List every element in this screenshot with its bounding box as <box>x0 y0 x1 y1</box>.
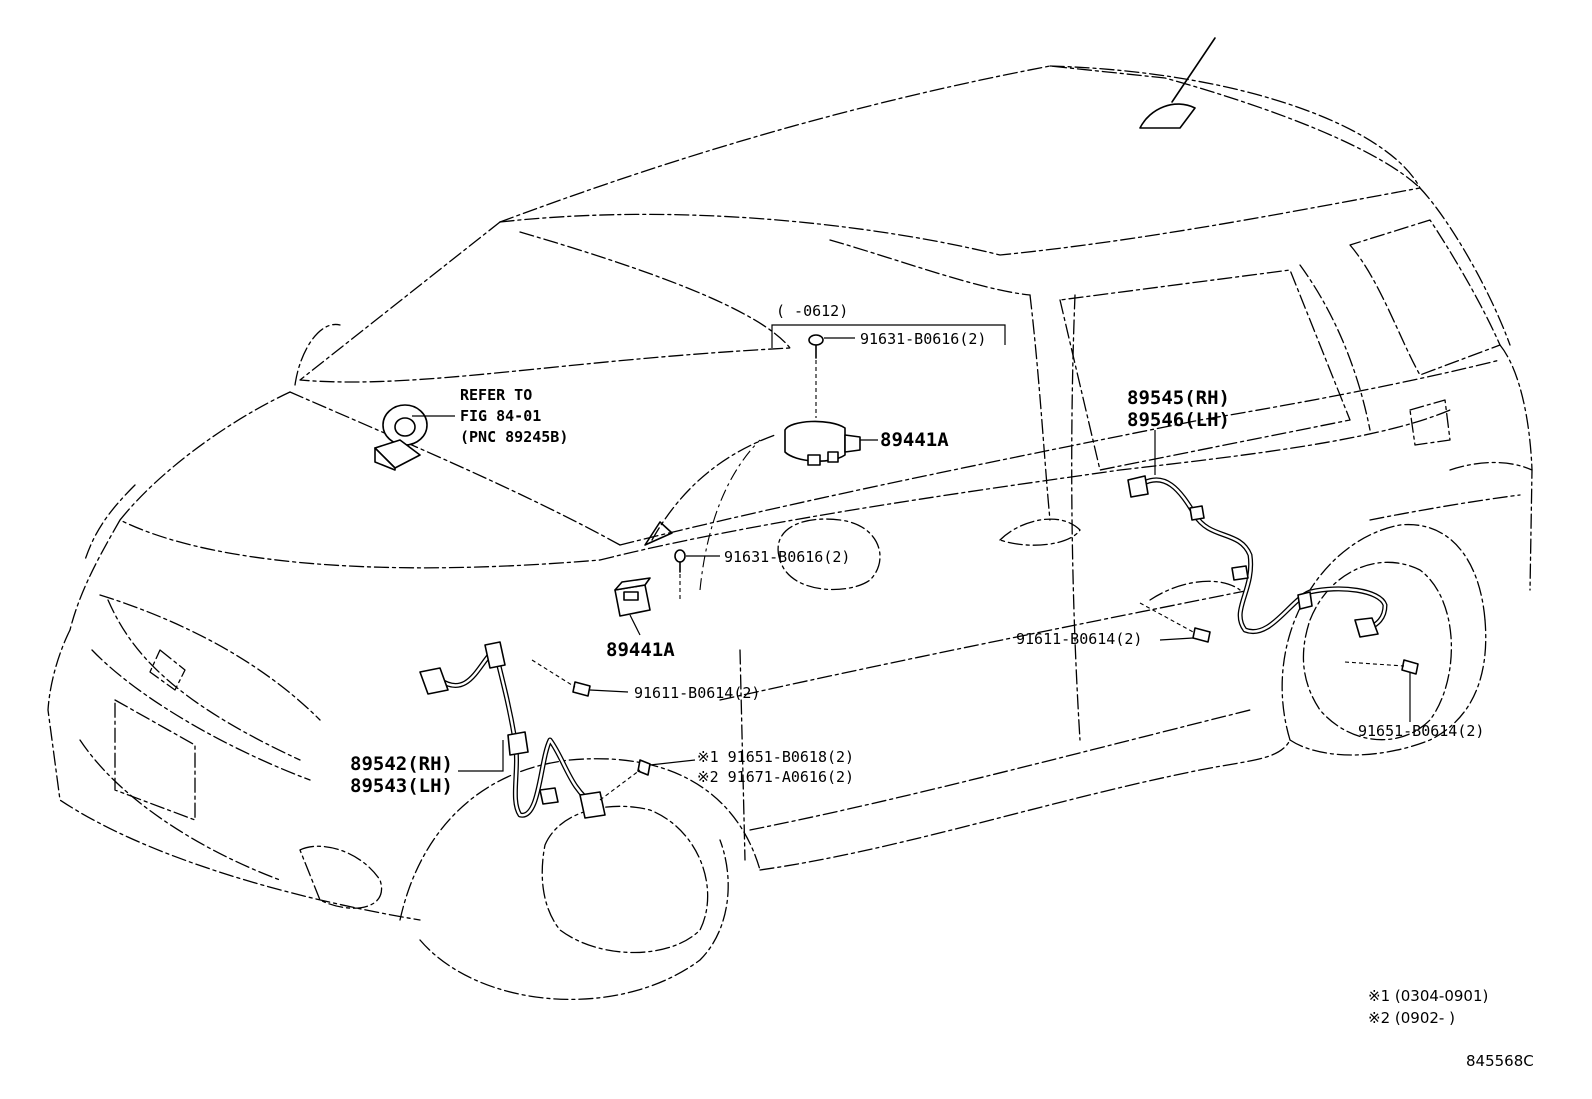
label-rear-sensor-lh: 89546(LH) <box>1127 409 1230 431</box>
label-bolt-wheel-2: ※2 91671-A0616(2) <box>697 768 854 786</box>
spiral-cable-part <box>374 404 428 471</box>
label-sensor-upper: 89441A <box>880 429 949 451</box>
label-rear-sensor-rh: 89545(RH) <box>1127 387 1230 409</box>
label-bolt-mid: 91631-B0616(2) <box>724 548 850 566</box>
front-speed-sensor-harness <box>419 641 606 819</box>
bolt-upper <box>808 334 824 418</box>
label-note-1: ※1 (0304-0901) <box>1368 987 1488 1005</box>
bolt-rear-wheel <box>1344 659 1419 675</box>
label-bolt-rear-wheel: 91651-B0614(2) <box>1358 722 1484 740</box>
rear-speed-sensor-harness <box>1127 475 1388 638</box>
label-front-sensor-rh: 89542(RH) <box>350 753 453 775</box>
label-date-range-top: ( -0612) <box>776 302 848 320</box>
label-bolt-rear-mid: 91611-B0614(2) <box>1016 630 1142 648</box>
bolt-rear-mid <box>1139 602 1211 643</box>
label-bolt-upper: 91631-B0616(2) <box>860 330 986 348</box>
label-refer-line2: FIG 84-01 <box>460 407 541 425</box>
bolt-front <box>531 659 591 697</box>
label-sensor-lower: 89441A <box>606 639 675 661</box>
leader-lines <box>412 324 1411 772</box>
label-figure-code: 845568C <box>1466 1052 1534 1070</box>
bolt-front-wheel <box>599 759 651 801</box>
vehicle-outline <box>47 37 1533 1000</box>
bolt-mid <box>674 549 686 600</box>
label-refer-line3: (PNC 89245B) <box>460 428 568 446</box>
label-bolt-front: 91611-B0614(2) <box>634 684 760 702</box>
label-front-sensor-lh: 89543(LH) <box>350 775 453 797</box>
yaw-rate-sensor-lower <box>614 577 651 617</box>
label-refer-line1: REFER TO <box>460 386 532 404</box>
label-bolt-wheel-1: ※1 91651-B0618(2) <box>697 748 854 766</box>
yaw-rate-sensor-upper <box>784 420 861 466</box>
label-note-2: ※2 (0902- ) <box>1368 1009 1455 1027</box>
